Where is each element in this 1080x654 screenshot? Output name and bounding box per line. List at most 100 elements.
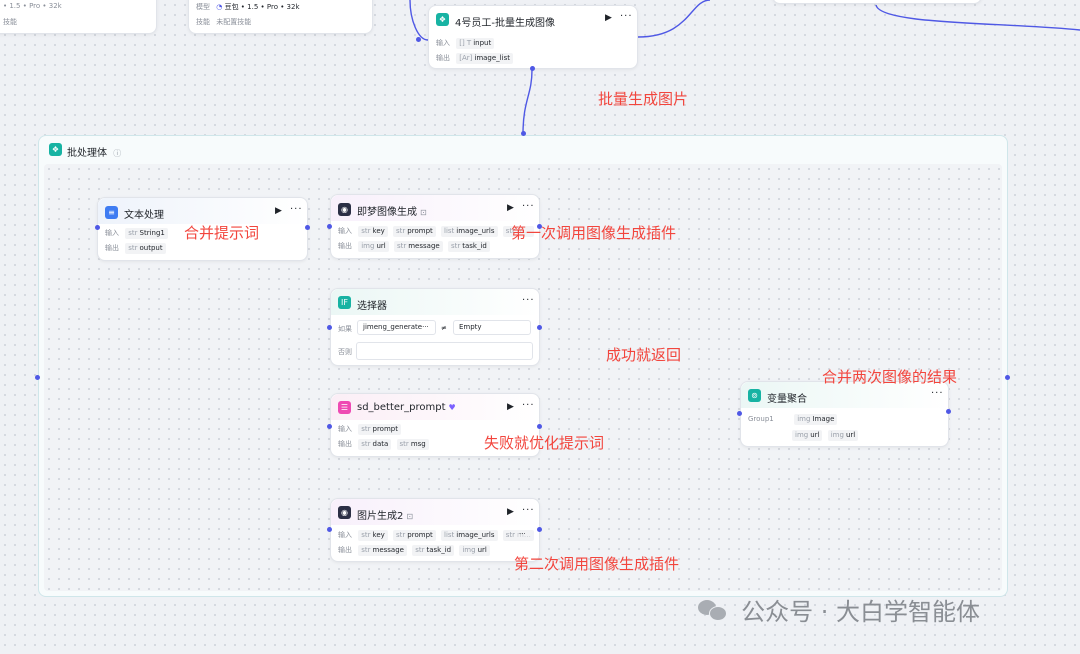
run-icon[interactable]: ▶ xyxy=(507,203,514,213)
output-tag: [Ar]image_list xyxy=(456,53,513,64)
output-port[interactable] xyxy=(537,527,542,532)
aggregate-icon: ⊚ xyxy=(748,389,761,402)
input-name: key xyxy=(372,531,385,539)
run-icon[interactable]: ▶ xyxy=(275,206,282,216)
info-icon[interactable]: ⓘ xyxy=(113,149,122,158)
type-label: img xyxy=(361,242,375,250)
condition-left-field[interactable]: jimeng_generate··· xyxy=(357,320,436,335)
agent-node-left-2[interactable]: 模型 ◔ 豆包 • 1.5 • Pro • 32k 技能 未配置技能 xyxy=(188,0,373,34)
skills-label: 技能 xyxy=(196,18,210,26)
type-label: list xyxy=(444,227,455,235)
input-port[interactable] xyxy=(327,325,332,330)
more-icon[interactable]: ··· xyxy=(931,388,944,399)
more-icon[interactable]: ··· xyxy=(522,505,535,516)
output-port[interactable] xyxy=(305,225,310,230)
run-icon[interactable]: ▶ xyxy=(507,402,514,412)
input-name: image_urls xyxy=(456,227,495,235)
plugin-icon: ⊡ xyxy=(406,512,414,521)
more-icon[interactable]: ··· xyxy=(522,400,535,411)
model-value: 豆包 • 1.5 • Pro • 32k xyxy=(224,3,300,11)
title-text: sd_better_prompt xyxy=(357,402,446,413)
output-port[interactable] xyxy=(946,409,951,414)
group-left-port[interactable] xyxy=(35,375,40,380)
text-process-icon: ≡ xyxy=(105,206,118,219)
type-label: str xyxy=(450,242,461,250)
output-name: url xyxy=(477,546,487,554)
input-port[interactable] xyxy=(737,411,742,416)
type-label: str xyxy=(505,531,516,539)
agent-node-left-1[interactable]: • 1.5 • Pro • 32k 技能 xyxy=(0,0,157,34)
type-label: img xyxy=(797,415,811,423)
condition-right-field[interactable]: Empty xyxy=(453,320,531,335)
not-equal-operator[interactable]: ≠ xyxy=(441,324,447,332)
run-icon[interactable]: ▶ xyxy=(605,13,612,23)
more-icon[interactable]: ··· xyxy=(290,204,303,215)
input-label: 输入 xyxy=(105,229,119,237)
if-label: 如果 xyxy=(338,325,352,333)
run-icon[interactable]: ▶ xyxy=(507,507,514,517)
output-name: url xyxy=(376,242,386,250)
agent-node-right[interactable] xyxy=(772,0,982,4)
type-label: str xyxy=(396,227,406,235)
output-name: message xyxy=(408,242,440,250)
node-title: 选择器 xyxy=(357,301,387,312)
output-port[interactable] xyxy=(537,224,542,229)
else-field[interactable] xyxy=(356,342,533,360)
input-label: 输入 xyxy=(338,425,352,433)
group-top-port[interactable] xyxy=(521,131,526,136)
type-label: img xyxy=(795,431,809,439)
input-label: 输入 xyxy=(338,531,352,539)
verified-icon: ♥ xyxy=(448,403,456,412)
more-icon[interactable]: ··· xyxy=(522,201,535,212)
node-title: 4号员工-批量生成图像 xyxy=(455,18,555,29)
output-label: 输出 xyxy=(105,244,119,252)
node-title: 文本处理 xyxy=(124,210,164,221)
output-name: message xyxy=(372,546,404,554)
workflow-icon: ❖ xyxy=(436,13,449,26)
var-name: url xyxy=(845,431,856,439)
inputs-more-icon[interactable]: ··· xyxy=(519,530,526,538)
if-icon: IF xyxy=(338,296,351,309)
more-icon[interactable]: ··· xyxy=(620,11,633,22)
input-port[interactable] xyxy=(327,224,332,229)
input-name: image_urls xyxy=(456,531,495,539)
input-label: 输入 xyxy=(338,227,352,235)
input-port[interactable] xyxy=(416,37,421,42)
input-label: 输入 xyxy=(436,39,450,47)
input-port[interactable] xyxy=(327,527,332,532)
type-label: list xyxy=(444,531,455,539)
output-label: 输出 xyxy=(338,242,352,250)
more-icon[interactable]: ··· xyxy=(522,295,535,306)
annotation-fail: 失败就优化提示词 xyxy=(484,434,605,452)
watermark: 公众号 · 大白学智能体 xyxy=(698,592,980,628)
if-output-port[interactable] xyxy=(537,325,542,330)
group-right-port[interactable] xyxy=(1005,375,1010,380)
selector-node[interactable]: IF 选择器 ··· 如果 jimeng_generate··· ≠ Empty… xyxy=(330,288,540,366)
skills-row: 技能 未配置技能 xyxy=(196,17,251,29)
sd-prompt-icon: ☰ xyxy=(338,401,351,414)
type-label: str xyxy=(361,440,371,448)
group-title: 批处理体 ⓘ xyxy=(67,144,121,159)
output-port[interactable] xyxy=(530,66,535,71)
input-port[interactable] xyxy=(327,424,332,429)
input-name: prompt xyxy=(407,531,433,539)
plugin-icon: ⊡ xyxy=(420,208,427,217)
output-port[interactable] xyxy=(537,424,542,429)
input-port[interactable] xyxy=(95,225,100,230)
batch-icon: ❖ xyxy=(49,143,62,156)
